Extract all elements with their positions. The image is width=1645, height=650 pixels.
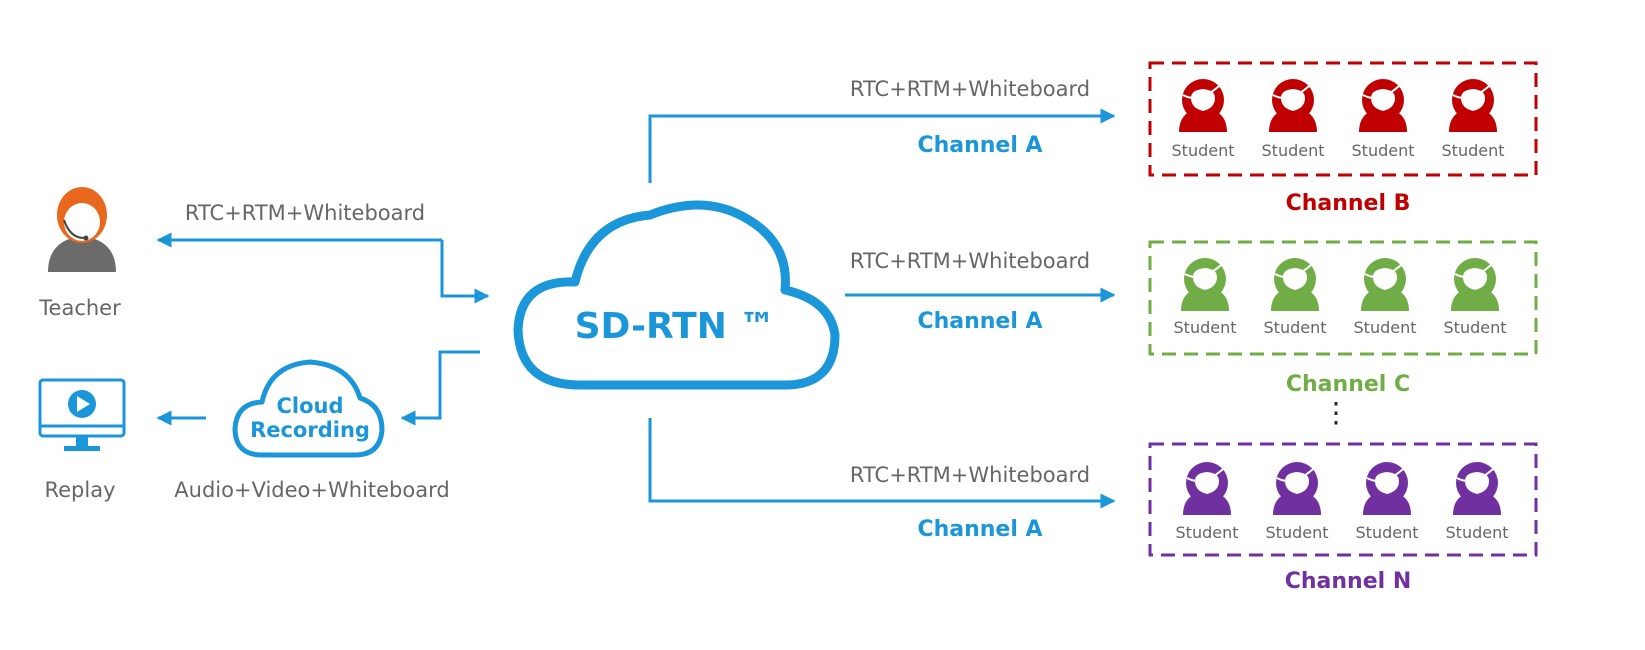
student: Student [1266,462,1329,542]
teacher-connector: RTC+RTM+Whiteboard [156,201,490,304]
teacher-icon [48,187,116,272]
student: Student [1174,258,1237,337]
student-label: Student [1356,523,1419,542]
student-label: Student [1266,523,1329,542]
student: Student [1262,79,1325,160]
student-icon [1451,258,1499,311]
recording-protocol-label: Audio+Video+Whiteboard [174,478,449,502]
student-label: Student [1264,318,1327,337]
student-group-box [1148,61,1538,177]
student-icon [1179,79,1227,132]
branch-protocol-label: RTC+RTM+Whiteboard [850,249,1090,273]
recording-connector [400,350,480,426]
student: Student [1176,462,1239,542]
teacher-node: Teacher [38,187,121,320]
student-icon [1181,258,1229,311]
student-icon [1449,79,1497,132]
student-group-members: Student Student Student [1172,79,1505,160]
cloud-recording-line2: Recording [250,418,370,442]
monitor-play-icon [38,378,126,451]
more-channels-ellipsis: ⋮ [1322,396,1350,429]
student-icon [1361,258,1409,311]
student-label: Student [1352,141,1415,160]
teacher-protocol-label: RTC+RTM+Whiteboard [185,201,425,225]
cloud-recording-icon [232,359,385,458]
branch-protocol-label: RTC+RTM+Whiteboard [850,463,1090,487]
student-label: Student [1442,141,1505,160]
cloud-label: SD-RTN ™ [575,306,776,347]
cloud-icon [513,200,840,390]
student-icon [1271,258,1319,311]
branch-channel-label: Channel A [917,517,1042,542]
student-group-box [1148,240,1538,356]
student: Student [1354,258,1417,337]
branch-connector-1 [648,108,1116,183]
branch-3: RTC+RTM+Whiteboard Channel A Channel N S… [850,442,1538,594]
student-label: Student [1262,141,1325,160]
student: Student [1446,462,1509,542]
student-group-members: Student Student Student [1174,258,1507,337]
student-group-members: Student Student Student [1176,462,1509,542]
branch-1: RTC+RTM+Whiteboard Channel A Channel B S… [850,61,1538,216]
student-label: Student [1444,318,1507,337]
student-group-label: Channel B [1286,191,1411,216]
student-icon [1269,79,1317,132]
student-label: Student [1172,141,1235,160]
student-icon [1359,79,1407,132]
sd-rtn-cloud: SD-RTN ™ [513,200,840,390]
student-icon [1453,462,1501,515]
student: Student [1442,79,1505,160]
branch-2: RTC+RTM+Whiteboard Channel A Channel C S… [850,240,1538,397]
student-label: Student [1446,523,1509,542]
replay-node: Replay [38,378,126,502]
branch-connector-3 [648,418,1116,509]
student-icon [1273,462,1321,515]
branch-channel-label: Channel A [917,309,1042,334]
teacher-label: Teacher [38,296,121,320]
teacher-arrow-to-cloud [440,240,490,304]
cloud-recording-line1: Cloud [276,394,343,418]
student-group-label: Channel N [1285,569,1412,594]
student-label: Student [1176,523,1239,542]
student: Student [1264,258,1327,337]
student-icon [1363,462,1411,515]
cloud-recording-node: Cloud Recording Audio+Video+Whiteboard [174,359,450,502]
branch-channel-label: Channel A [917,133,1042,158]
student-group-label: Channel C [1286,372,1410,397]
student: Student [1172,79,1235,160]
branch-protocol-label: RTC+RTM+Whiteboard [850,77,1090,101]
student-label: Student [1354,318,1417,337]
student: Student [1352,79,1415,160]
student-label: Student [1174,318,1237,337]
student: Student [1444,258,1507,337]
replay-label: Replay [44,478,115,502]
student-icon [1183,462,1231,515]
student-group-box [1148,442,1538,557]
student: Student [1356,462,1419,542]
